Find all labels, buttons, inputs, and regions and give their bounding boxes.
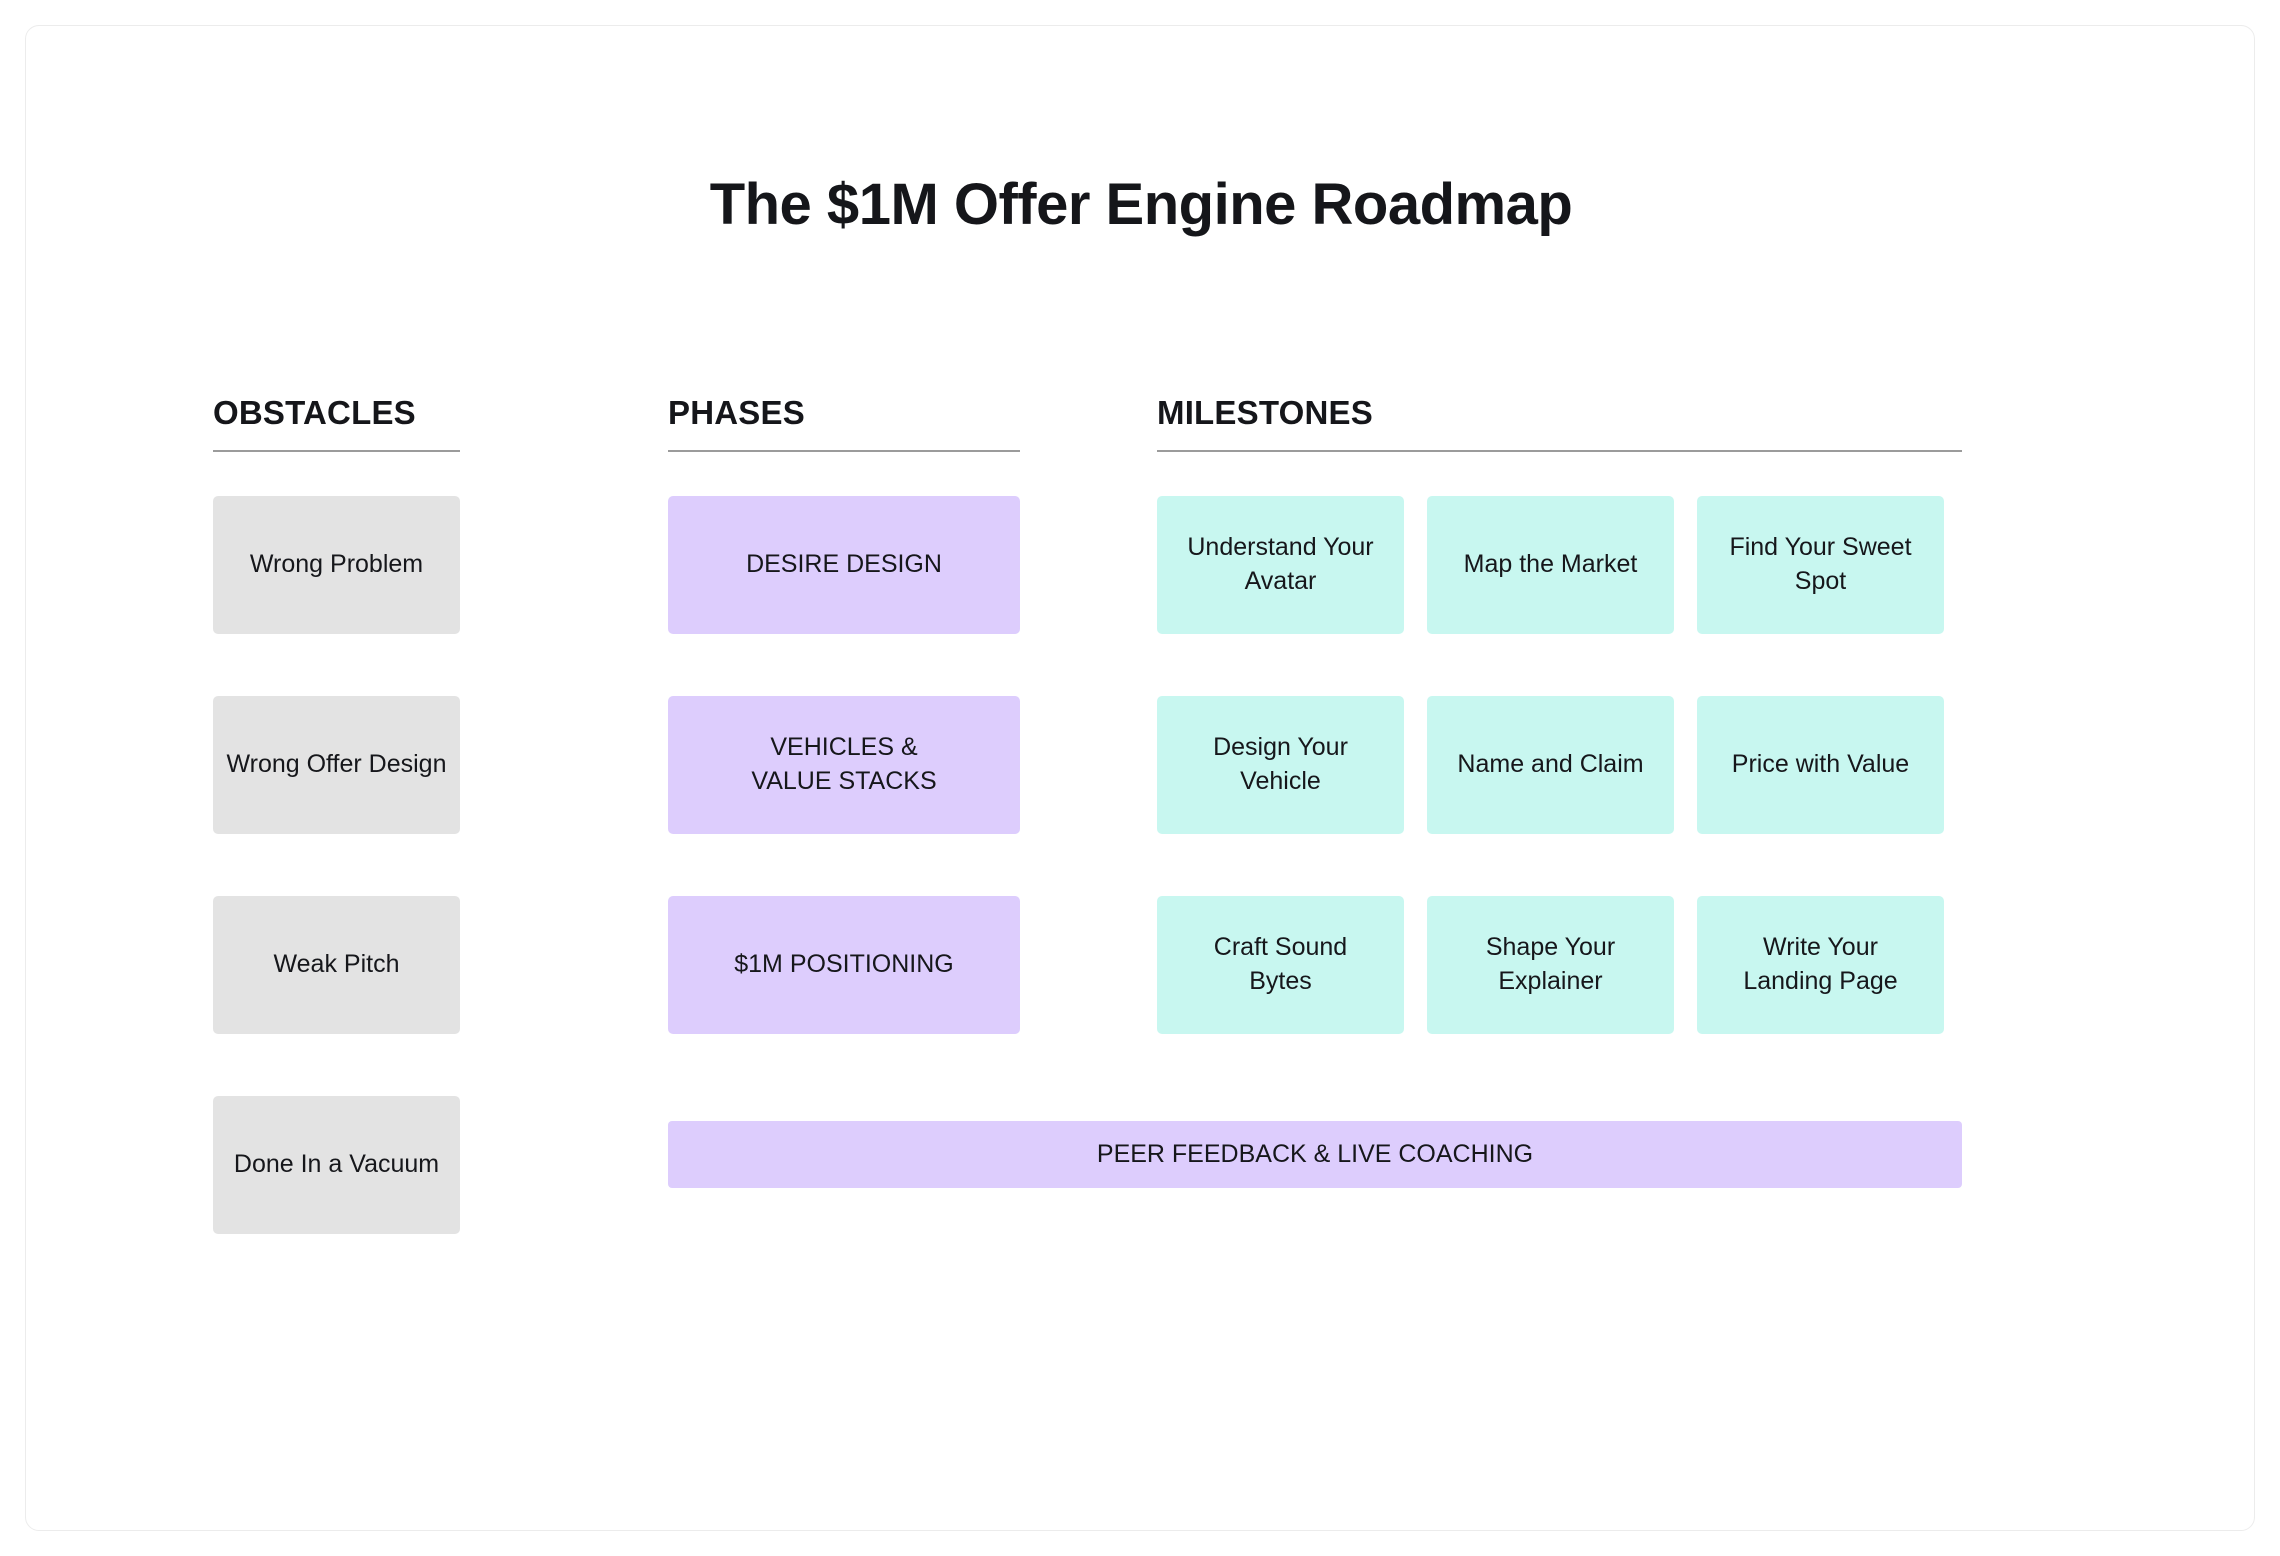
milestone-card[interactable]: Price with Value (1697, 696, 1944, 834)
obstacle-card[interactable]: Done In a Vacuum (213, 1096, 460, 1234)
phase-card-label: DESIRE DESIGN (746, 550, 942, 579)
obstacle-card[interactable]: Wrong Problem (213, 496, 460, 634)
roadmap-canvas: The $1M Offer Engine Roadmap OBSTACLES P… (25, 25, 2255, 1531)
column-header-milestones-label: MILESTONES (1157, 394, 1373, 431)
milestone-card-label: Name and Claim (1457, 750, 1644, 779)
column-header-phases: PHASES (668, 396, 1020, 452)
milestone-card[interactable]: Name and Claim (1427, 696, 1674, 834)
peer-feedback-banner[interactable]: PEER FEEDBACK & LIVE COACHING (668, 1121, 1962, 1188)
obstacle-card-label: Wrong Problem (249, 550, 424, 579)
obstacle-card[interactable]: Wrong Offer Design (213, 696, 460, 834)
page-title: The $1M Offer Engine Roadmap (709, 172, 1573, 237)
column-rule-milestones (1157, 450, 1962, 452)
peer-feedback-banner-label: PEER FEEDBACK & LIVE COACHING (1096, 1139, 1534, 1168)
roadmap-row: Done In a Vacuum PEER FEEDBACK & LIVE CO… (26, 1096, 2254, 1234)
phase-card[interactable]: $1M POSITIONING (668, 896, 1020, 1034)
milestone-card[interactable]: Map the Market (1427, 496, 1674, 634)
phase-card[interactable]: VEHICLES &VALUE STACKS (668, 696, 1020, 834)
phase-card[interactable]: DESIRE DESIGN (668, 496, 1020, 634)
roadmap-row: Wrong Offer Design VEHICLES &VALUE STACK… (26, 696, 2254, 834)
roadmap-row: Wrong Problem DESIRE DESIGN Understand Y… (26, 496, 2254, 634)
column-rule-phases (668, 450, 1020, 452)
phase-card-label: VEHICLES &VALUE STACKS (751, 733, 937, 795)
roadmap-rows: Wrong Problem DESIRE DESIGN Understand Y… (26, 496, 2254, 1296)
column-header-obstacles: OBSTACLES (213, 396, 460, 452)
obstacle-card-label: Done In a Vacuum (233, 1150, 440, 1179)
column-header-obstacles-label: OBSTACLES (213, 394, 416, 431)
phase-card-label: $1M POSITIONING (734, 950, 954, 979)
obstacle-card-label: Weak Pitch (273, 950, 400, 979)
column-header-phases-label: PHASES (668, 394, 805, 431)
milestone-card-label: Price with Value (1731, 750, 1910, 779)
obstacle-card[interactable]: Weak Pitch (213, 896, 460, 1034)
obstacle-card-label: Wrong Offer Design (226, 750, 447, 779)
column-header-milestones: MILESTONES (1157, 396, 1962, 452)
column-rule-obstacles (213, 450, 460, 452)
milestone-card-label: Map the Market (1463, 550, 1638, 579)
